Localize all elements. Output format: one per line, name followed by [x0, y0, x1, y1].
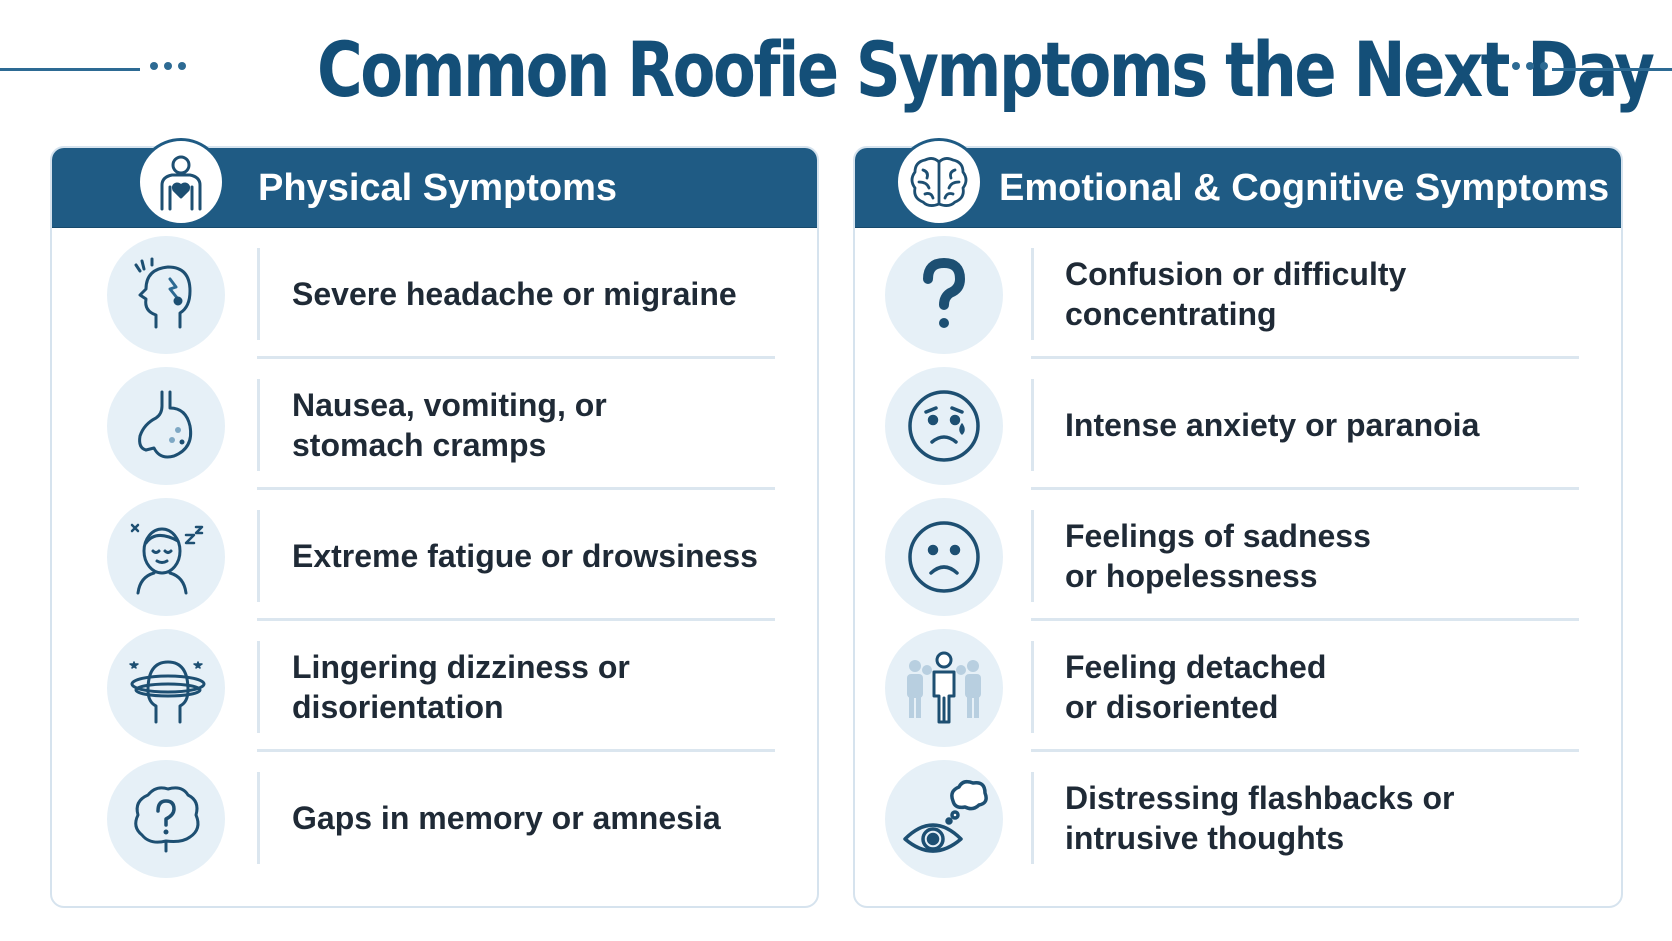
emotional-panel-header: Emotional & Cognitive Symptoms	[855, 148, 1621, 228]
symptom-text: Intense anxiety or paranoia	[1065, 406, 1480, 443]
symptom-text: Extreme fatigue or drowsiness	[292, 537, 758, 574]
physical-symptoms-panel: Physical Symptoms Severe headache or mig…	[50, 146, 819, 908]
detached-person-icon	[885, 629, 1003, 747]
dizzy-head-icon	[107, 629, 225, 747]
symptom-text: Lingering dizziness or disorientation	[292, 648, 630, 725]
symptom-text: Nausea, vomiting, or stomach cramps	[292, 386, 607, 463]
list-item: Distressing flashbacks or intrusive thou…	[855, 752, 1621, 883]
sleepy-face-icon	[107, 498, 225, 616]
brain-icon	[895, 138, 983, 226]
worried-face-icon	[885, 367, 1003, 485]
physical-symptom-list: Severe headache or migraine Nausea, vomi…	[52, 228, 817, 883]
symptom-text: Feeling detached or disoriented	[1065, 648, 1327, 725]
symptom-text: Severe headache or migraine	[292, 275, 737, 312]
list-item: Gaps in memory or amnesia	[52, 752, 817, 883]
title-row: Common Roofie Symptoms the Next Day	[0, 20, 1672, 120]
emotional-symptoms-panel: Emotional & Cognitive Symptoms Confusion…	[853, 146, 1623, 908]
list-item: Extreme fatigue or drowsiness	[52, 490, 817, 621]
list-item: Nausea, vomiting, or stomach cramps	[52, 359, 817, 490]
question-mark-icon	[885, 236, 1003, 354]
symptom-text: Confusion or difficulty concentrating	[1065, 255, 1407, 332]
title-dots-left	[150, 62, 186, 70]
symptom-text: Distressing flashbacks or intrusive thou…	[1065, 779, 1455, 856]
page-title: Common Roofie Symptoms the Next Day	[317, 25, 1655, 114]
list-item: Feelings of sadness or hopelessness	[855, 490, 1621, 621]
sad-face-icon	[885, 498, 1003, 616]
stomach-icon	[107, 367, 225, 485]
brain-question-icon	[107, 760, 225, 878]
head-pain-icon	[107, 236, 225, 354]
physical-panel-title: Physical Symptoms	[258, 167, 618, 209]
title-dots-right	[1512, 62, 1548, 70]
list-item: Lingering dizziness or disorientation	[52, 621, 817, 752]
list-item: Intense anxiety or paranoia	[855, 359, 1621, 490]
symptom-text: Gaps in memory or amnesia	[292, 799, 721, 836]
symptom-text: Feelings of sadness or hopelessness	[1065, 517, 1371, 594]
list-item: Severe headache or migraine	[52, 228, 817, 359]
eye-thought-icon	[885, 760, 1003, 878]
list-item: Feeling detached or disoriented	[855, 621, 1621, 752]
title-rule-right	[1552, 68, 1672, 71]
title-rule-left	[0, 68, 140, 71]
emotional-symptom-list: Confusion or difficulty concentrating In…	[855, 228, 1621, 883]
list-item: Confusion or difficulty concentrating	[855, 228, 1621, 359]
emotional-panel-title: Emotional & Cognitive Symptoms	[999, 167, 1610, 209]
person-heart-icon	[137, 138, 225, 226]
